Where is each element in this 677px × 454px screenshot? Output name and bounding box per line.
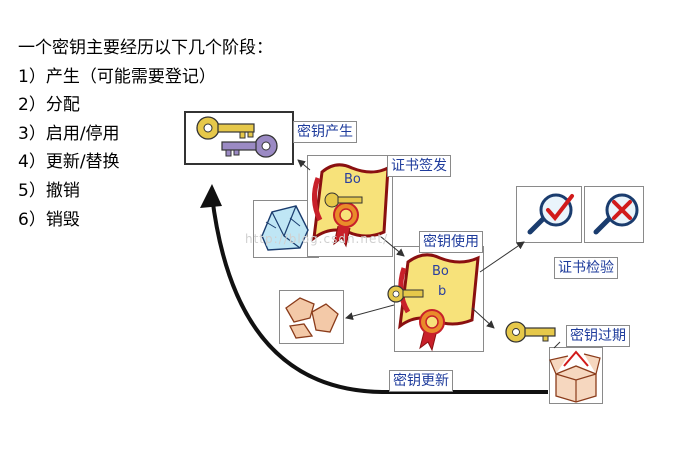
stage-heading: 一个密钥主要经历以下几个阶段： (18, 38, 273, 58)
label-issue: 证书签发 (387, 155, 451, 177)
cert-text-mid-1: Bo (432, 264, 449, 279)
cert-text-top: Bo (344, 172, 361, 187)
use-key-icon (387, 285, 424, 303)
label-expire: 密钥过期 (566, 325, 630, 347)
stage-list: 一个密钥主要经历以下几个阶段： 1）产生（可能需要登记） 2）分配 3）启用/停… (18, 34, 273, 234)
stage-item-1: 1）产生（可能需要登记） (18, 66, 216, 87)
magnifier-check-icon (527, 193, 574, 235)
blue-box-icon (261, 205, 309, 251)
expire-key-icon (505, 321, 556, 343)
stage-item-5: 5）撤销 (18, 180, 80, 201)
generate-key-icon (196, 116, 278, 158)
update-arrow (210, 195, 548, 395)
stage-item-6: 6）销毁 (18, 209, 80, 230)
label-generate: 密钥产生 (293, 121, 357, 143)
stage-item-3: 3）启用/停用 (18, 123, 120, 144)
label-verify: 证书检验 (554, 257, 618, 279)
update-arrow-head (200, 184, 222, 208)
cert-text-mid-2: b (438, 284, 447, 299)
label-use: 密钥使用 (419, 231, 483, 253)
label-update: 密钥更新 (389, 370, 453, 392)
broken-box-icon (285, 297, 339, 339)
open-box-icon (549, 350, 601, 403)
magnifier-cross-icon (593, 193, 639, 235)
stage-item-2: 2）分配 (18, 95, 80, 116)
certificate-scroll-icon-top (312, 163, 390, 248)
stage-item-4: 4）更新/替换 (18, 152, 120, 173)
